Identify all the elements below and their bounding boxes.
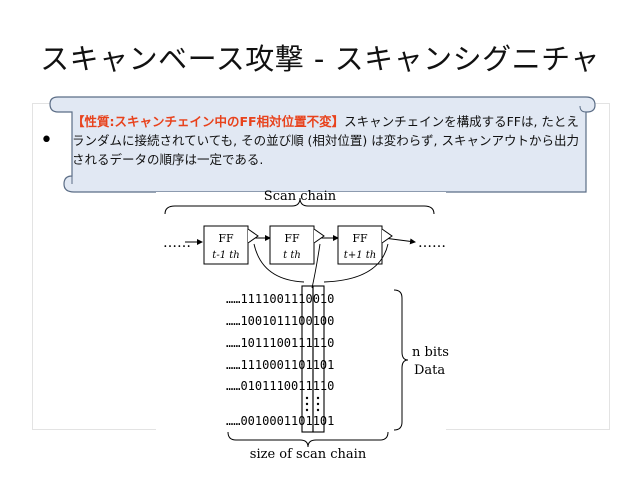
scan-out-wire-right bbox=[323, 243, 389, 283]
ff-label: FF bbox=[284, 232, 300, 245]
n-bits-brace bbox=[393, 289, 409, 431]
property-description: スキャンチェインを構成するFFは, たとえランダムに接続されていても, その並び… bbox=[72, 114, 579, 167]
ff-index: t+1 th bbox=[344, 250, 376, 261]
column-highlight-b bbox=[312, 285, 325, 433]
slide-title: スキャンベース攻撃 - スキャンシグニチャ bbox=[40, 42, 600, 76]
scan-out-wire-left bbox=[253, 243, 305, 283]
mux-t-minus-1 bbox=[247, 228, 259, 244]
mux-t-plus-1 bbox=[381, 228, 393, 244]
n-bits-label: n bits bbox=[412, 345, 449, 360]
bullet-dot: • bbox=[40, 128, 53, 153]
ff-label: FF bbox=[218, 232, 234, 245]
chain-ellipsis-right: …… bbox=[418, 235, 446, 251]
flip-flop-t-plus-1: FF t+1 th bbox=[337, 225, 383, 265]
chain-ellipsis-left: …… bbox=[163, 235, 191, 251]
data-row: ……0101110011110 bbox=[226, 379, 334, 393]
flip-flop-t: FF t th bbox=[269, 225, 315, 265]
row-gap-dots bbox=[305, 396, 320, 412]
ff-label: FF bbox=[352, 232, 368, 245]
data-row: ……1001011100100 bbox=[226, 314, 334, 328]
ff-index: t-1 th bbox=[212, 250, 239, 261]
flip-flop-t-minus-1: FF t-1 th bbox=[203, 225, 249, 265]
size-brace bbox=[227, 431, 389, 448]
data-row: ……1111001110010 bbox=[226, 292, 334, 306]
data-label: Data bbox=[414, 363, 445, 378]
scan-out-wire-center bbox=[311, 243, 321, 289]
data-row: ……0010001101101 bbox=[226, 414, 334, 428]
data-row: ……1011100111110 bbox=[226, 336, 334, 350]
property-highlight: 【性質:スキャンチェイン中のFF相対位置不変】 bbox=[72, 114, 345, 129]
scan-chain-label: Scan chain bbox=[264, 189, 337, 204]
size-of-scan-chain-label: size of scan chain bbox=[250, 447, 367, 462]
callout-text: 【性質:スキャンチェイン中のFF相対位置不変】スキャンチェインを構成するFFは,… bbox=[72, 112, 582, 169]
scan-chain-brace bbox=[164, 197, 435, 215]
ff-index: t th bbox=[283, 250, 301, 261]
data-rows: ……1111001110010 ……1001011100100 ……101110… bbox=[226, 292, 334, 428]
data-row: ……1110001101101 bbox=[226, 358, 334, 372]
mux-t bbox=[313, 228, 325, 244]
